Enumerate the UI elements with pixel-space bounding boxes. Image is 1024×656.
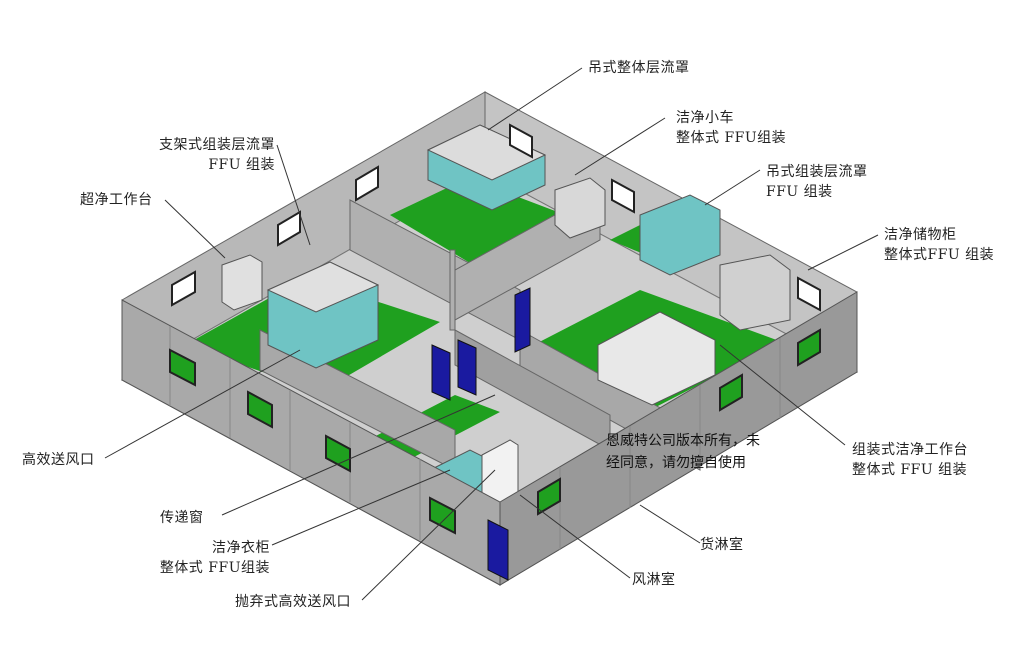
clean-bench bbox=[221, 254, 263, 311]
front-door bbox=[487, 519, 509, 581]
label-air-shower: 风淋室 bbox=[632, 572, 676, 588]
label-hepa-outlet: 高效送风口 bbox=[22, 452, 95, 468]
label-clean-bench: 超净工作台 bbox=[80, 192, 153, 208]
copyright-watermark: 恩威特公司版本所有，未经同意，请勿擅自使用 bbox=[606, 433, 760, 471]
doors bbox=[431, 287, 531, 581]
label-pass-box: 传递窗 bbox=[160, 510, 204, 526]
label-assembled-bench: 组装式洁净工作台整体式 FFU 组装 bbox=[852, 442, 968, 478]
storage-cabinet bbox=[719, 254, 791, 331]
windows bbox=[169, 328, 821, 535]
label-clean-cart: 洁净小车整体式 FFU组装 bbox=[676, 110, 787, 146]
label-wardrobe: 洁净衣柜整体式 FFU组装 bbox=[159, 540, 270, 576]
label-storage: 洁净储物柜整体式FFU 组装 bbox=[884, 227, 995, 263]
hanging-assembled-hood bbox=[639, 194, 721, 276]
back-windows bbox=[171, 123, 821, 312]
label-cargo-shower: 货淋室 bbox=[700, 537, 744, 553]
leader-lines bbox=[104, 67, 879, 601]
clean-cart bbox=[554, 177, 606, 239]
label-disposable-hepa: 抛弃式高效送风口 bbox=[235, 594, 351, 610]
label-hanging-laminar: 吊式整体层流罩 bbox=[588, 60, 690, 76]
